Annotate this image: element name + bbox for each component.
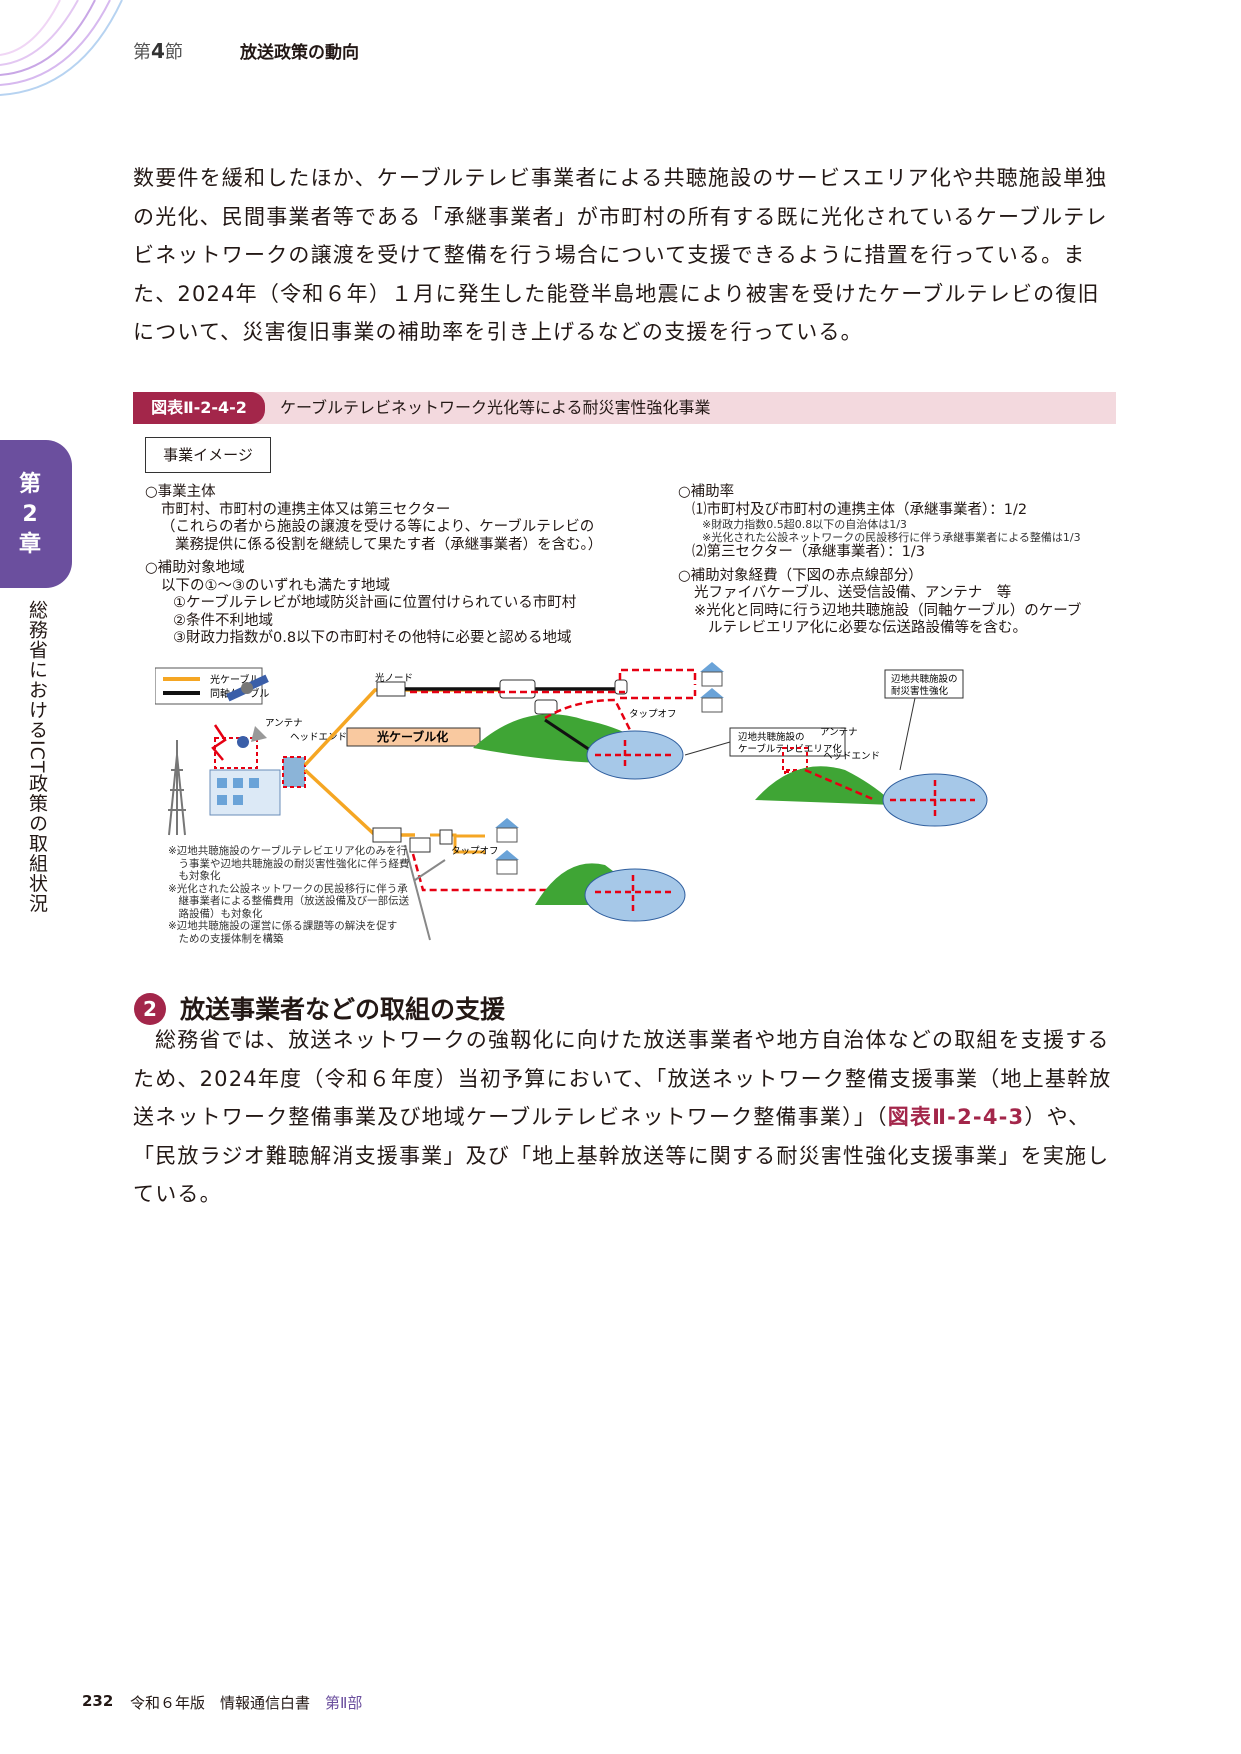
resilience-label-box xyxy=(884,669,964,699)
text-line: ※光化された公設ネットワークの民設移行に伴う承継事業者による整備は1/3 xyxy=(702,530,1081,544)
section-title: 放送政策の動向 xyxy=(240,43,359,63)
image-label-box: 事業イメージ xyxy=(145,437,271,473)
note-line: ※辺地共聴施設のケーブルテレビエリア化のみを行 xyxy=(168,845,408,857)
community-area-2 xyxy=(584,868,686,922)
area-label-box xyxy=(729,727,846,757)
eligible-cost-heading: ○補助対象経費（下図の赤点線部分） xyxy=(678,567,923,584)
house-icon xyxy=(700,688,724,713)
note-line: ための支援体制を構築 xyxy=(168,932,284,945)
text-line: 業務提供に係る役割を継続して果たす者（承継事業者）を含む。） xyxy=(175,536,603,553)
figure-title: ケーブルテレビネットワーク光化等による耐災害性強化事業 xyxy=(280,398,711,417)
tapoff-label-lower: タップオフ xyxy=(451,846,499,857)
intro-paragraph: 数要件を緩和したほか、ケーブルテレビ事業者による共聴施設のサービスエリア化や共聴… xyxy=(133,166,1108,344)
house-icon xyxy=(495,818,519,843)
chapter-title-vertical: 総務省におけるICT政策の取組状況 xyxy=(26,600,48,914)
signal-bolt xyxy=(211,724,227,761)
resilience-label-line: 耐災害性強化 xyxy=(891,685,949,697)
text-line: 市町村、市町村の連携主体又は第三セクター xyxy=(161,501,451,518)
note-line: ※光化された公設ネットワークの民設移行に伴う承 xyxy=(168,882,408,895)
headend-label-2: ヘッドエンド xyxy=(823,751,880,762)
subsidy-entity-heading: ○事業主体 xyxy=(145,484,216,500)
note-line: も対象化 xyxy=(168,870,221,882)
note-line: ※辺地共聴施設の運営に係る課題等の解決を促す xyxy=(168,920,398,932)
house-icon xyxy=(495,850,519,875)
text-line: 以下の①～③のいずれも満たす地域 xyxy=(161,577,390,594)
footer-part: 第Ⅱ部 xyxy=(325,1694,363,1712)
section-number-badge: 2 xyxy=(134,993,166,1025)
headend-building-icon xyxy=(209,726,306,816)
subsidy-rate-heading: ○補助率 xyxy=(678,484,735,500)
section2-paragraph: 総務省では、放送ネットワークの強靱化に向けた放送事業者や地方自治体などの取組を支… xyxy=(133,1028,1112,1206)
fiber-conversion-label: 光ケーブル化 xyxy=(376,729,448,744)
text-line: ⑴市町村及び市町村の連携主体（承継事業者）：1/2 xyxy=(692,501,1028,518)
text-line: ②条件不利地域 xyxy=(173,612,273,629)
optical-node-box xyxy=(376,681,406,697)
broadcast-tower-icon xyxy=(168,740,186,836)
house-icon xyxy=(700,662,724,687)
text-line: ルテレビエリア化に必要な伝送路設備等を含む。 xyxy=(708,620,1027,636)
section-number: 第4節 xyxy=(133,39,183,63)
section-heading: 放送事業者などの取組の支援 xyxy=(180,995,506,1024)
page-number: 232 xyxy=(82,1692,114,1710)
resilience-label-line: 辺地共聴施設の xyxy=(891,673,958,685)
figure-reference-link[interactable]: 図表Ⅱ-2-4-3 xyxy=(887,1105,1025,1129)
corner-decoration xyxy=(0,0,123,96)
satellite-icon xyxy=(226,674,269,702)
chapter-tab xyxy=(0,440,72,588)
chapter-number: 第 2 章 xyxy=(18,472,41,557)
hill-3 xyxy=(755,766,895,805)
diagram-notes: ※辺地共聴施設のケーブルテレビエリア化のみを行 う事業や辺地共聴施設の耐災害性強… xyxy=(168,845,410,945)
text-line: ③財政力指数が0.8以下の市町村その他特に必要と認める地域 xyxy=(173,630,572,646)
text-line: ※光化と同時に行う辺地共聴施設（同軸ケーブル）のケーブ xyxy=(694,602,1082,619)
note-line: う事業や辺地共聴施設の耐災害性強化に伴う経費 xyxy=(168,857,410,870)
text-line: ※財政力指数0.5超0.8以下の自治体は1/3 xyxy=(702,518,907,531)
fiber-line-lower xyxy=(303,768,415,837)
text-line: ①ケーブルテレビが地域防災計画に位置付けられている市町村 xyxy=(173,595,577,611)
text-line: （これらの者から施設の譲渡を受ける等により、ケーブルテレビの xyxy=(161,519,595,535)
note-line: 路設備）も対象化 xyxy=(168,907,263,920)
antenna-label: アンテナ xyxy=(265,718,303,729)
headend-label: ヘッドエンド xyxy=(290,732,347,743)
dashed-upgrade-lower xyxy=(411,853,595,892)
footer-publication: 令和６年版 情報通信白書 第Ⅱ部 xyxy=(130,1694,363,1712)
antenna-label-2: アンテナ xyxy=(820,727,858,738)
figure-left-text: ○事業主体 市町村、市町村の連携主体又は第三セクター （これらの者から施設の譲渡… xyxy=(145,484,602,648)
figure-title-bar xyxy=(133,392,1116,424)
tapoff-label-upper: タップオフ xyxy=(629,709,677,720)
optical-node-label: 光ノード xyxy=(375,672,413,684)
target-area-heading: ○補助対象地域 xyxy=(145,560,245,576)
network-diagram: 光ケーブル 同軸ケーブル アンテナ ヘッドエンド 光ノード タップオフ xyxy=(155,662,988,941)
fiber-conversion-box xyxy=(346,727,481,747)
note-line: 継事業者による整備費用（放送設備及び一部伝送 xyxy=(168,895,410,907)
text-line: 光ファイバケーブル、送受信設備、アンテナ 等 xyxy=(694,585,1012,601)
antenna-highlight xyxy=(782,747,808,771)
figure-right-text: ○補助率 ⑴市町村及び市町村の連携主体（承継事業者）：1/2 ※財政力指数0.5… xyxy=(678,484,1081,638)
text-line: ⑵第三セクター（承継事業者）：1/3 xyxy=(692,544,926,560)
area-label-line: 辺地共聴施設の xyxy=(738,731,805,743)
figure-number: 図表Ⅱ-2-4-2 xyxy=(133,392,265,424)
